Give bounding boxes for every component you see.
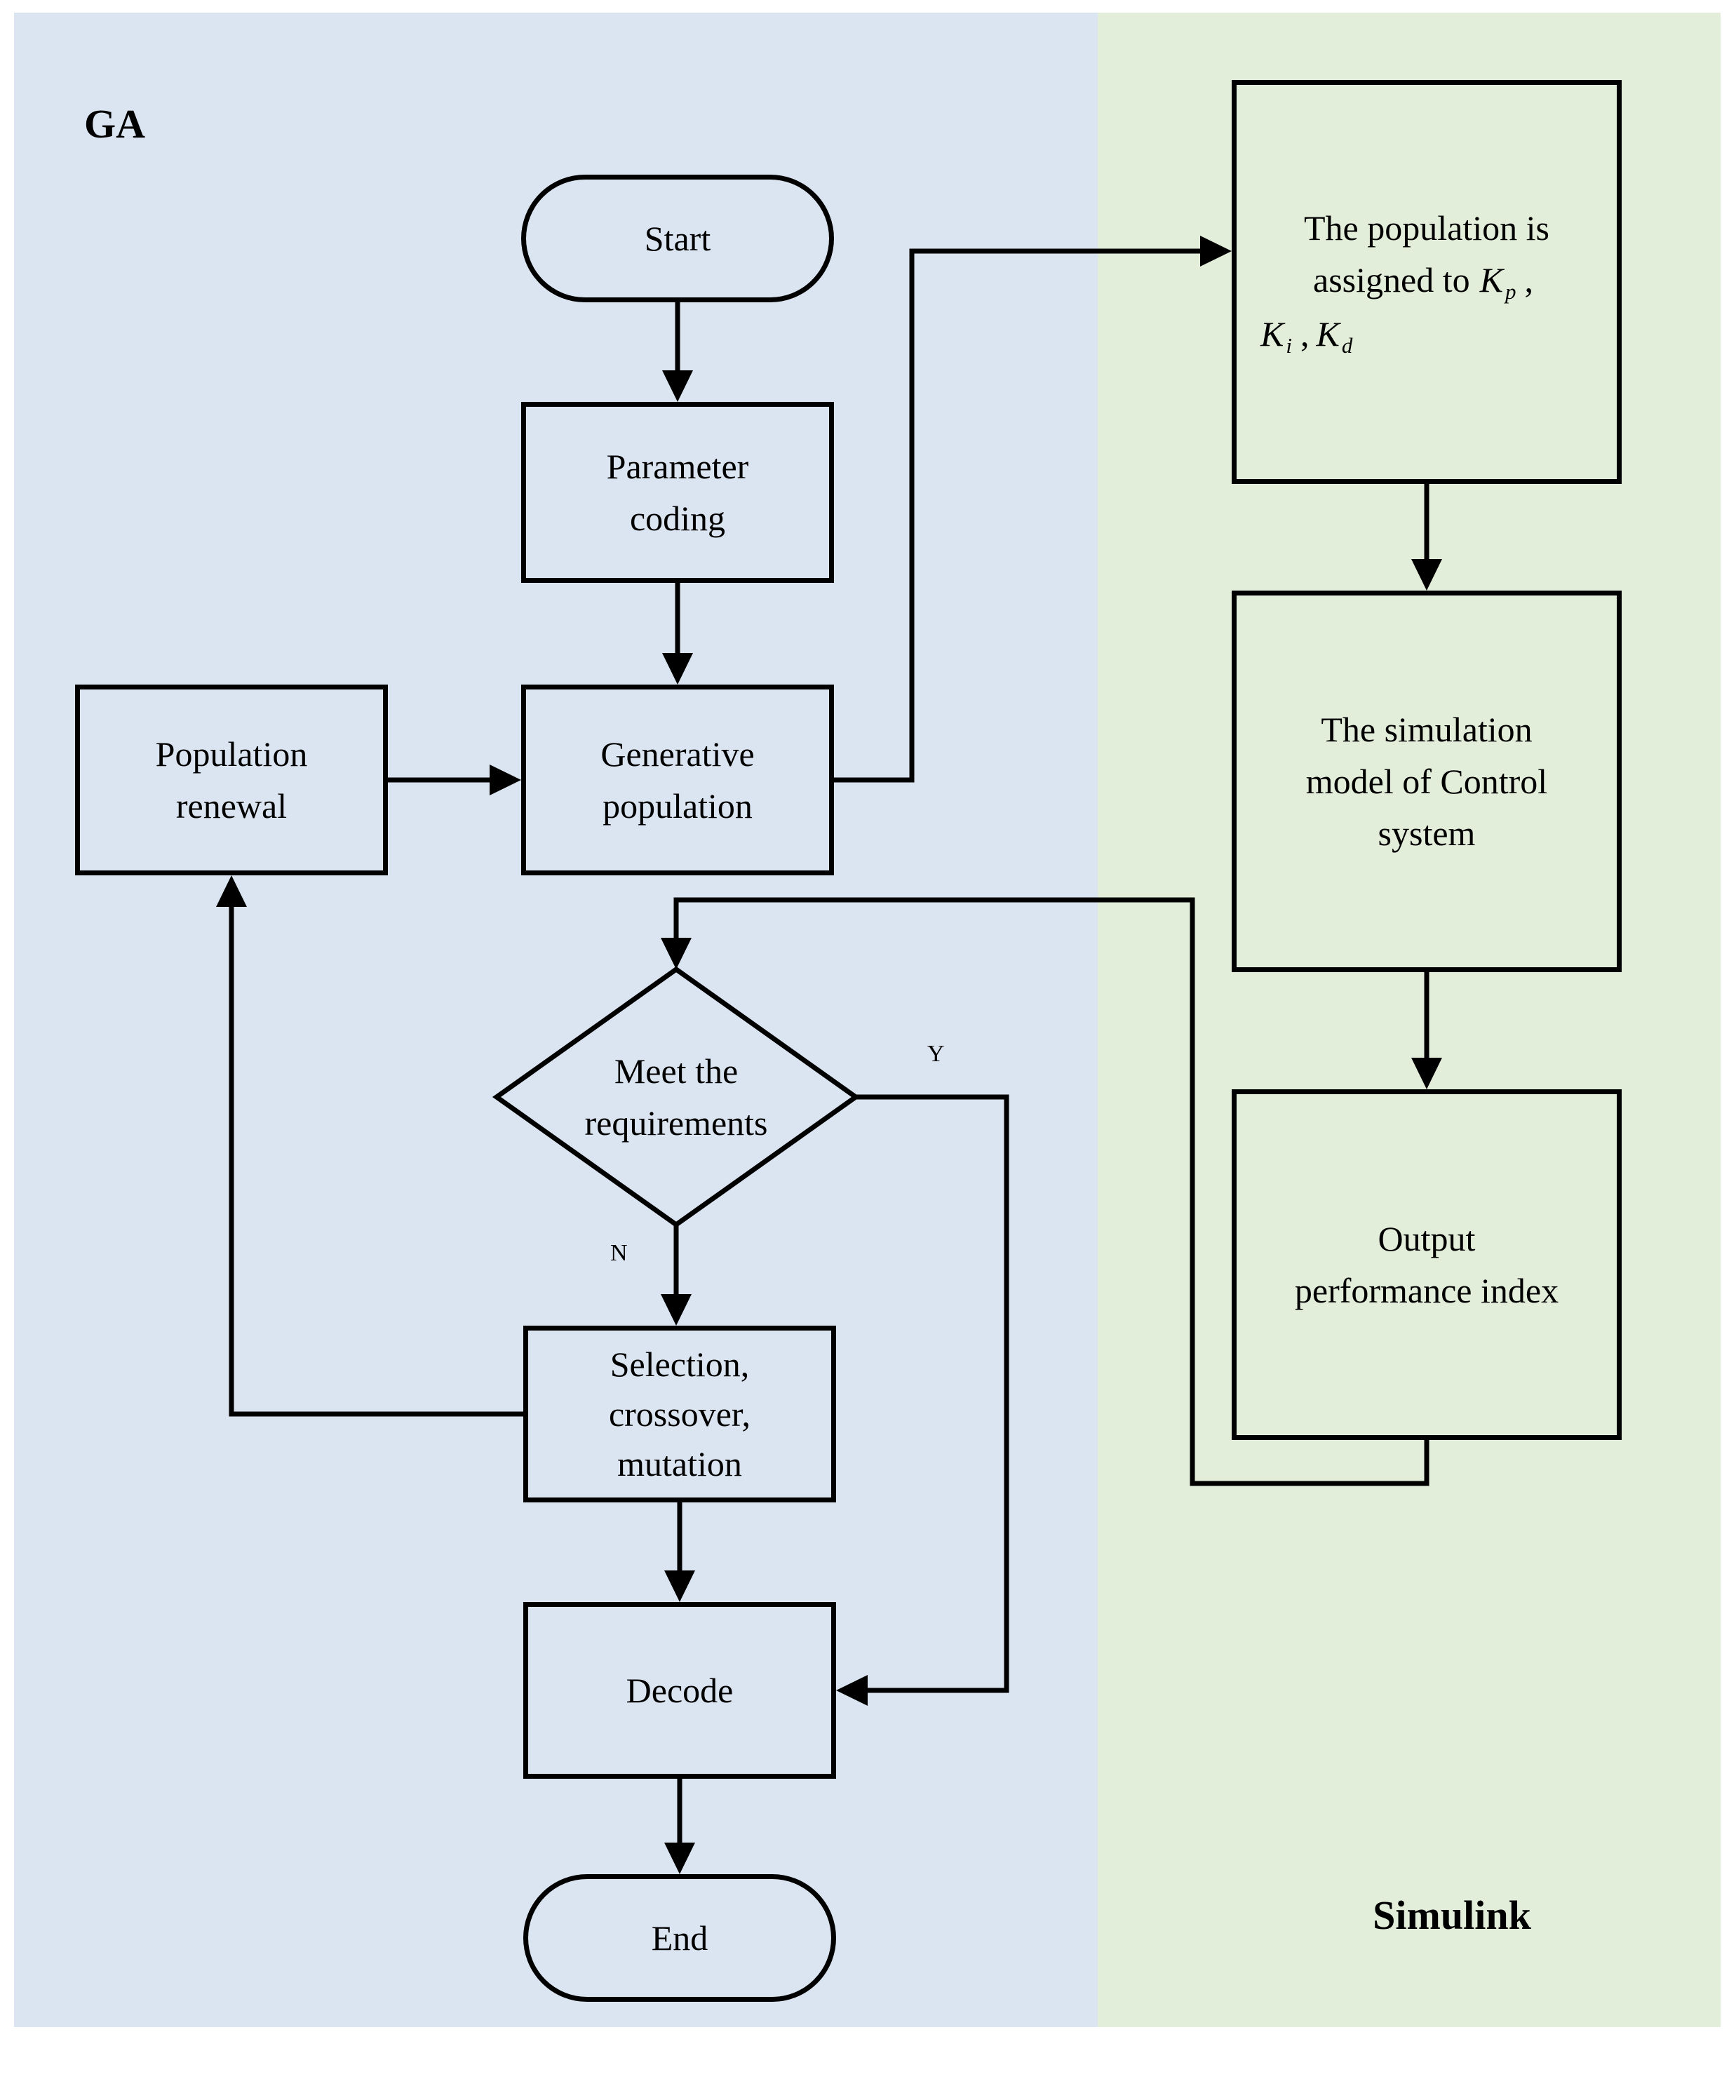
parameter-coding-line2: coding: [629, 499, 726, 538]
node-selection-crossover-mutation: Selection, crossover, mutation: [523, 1326, 836, 1502]
edge-decode-to-end: [664, 1779, 695, 1874]
node-simulation-model: The simulation model of Control system: [1232, 591, 1622, 972]
population-assigned-line1: The population is: [1304, 208, 1549, 248]
selection-line1: Selection,: [610, 1344, 750, 1384]
node-meet-requirements-label: Meet the requirements: [497, 969, 856, 1225]
simulation-model-line2: model of Control: [1305, 762, 1548, 801]
simulation-model-line3: system: [1378, 814, 1476, 853]
edge-generative-population-to-population-assigned: [834, 236, 1232, 783]
kp-comma: ,: [1524, 260, 1533, 300]
node-output-performance-index: Output performance index: [1232, 1089, 1622, 1440]
edge-meet-requirements-no-to-selection: [661, 1225, 692, 1326]
population-renewal-line1: Population: [155, 734, 308, 774]
meet-requirements-line1: Meet the: [614, 1051, 739, 1091]
no-branch-label: N: [610, 1240, 628, 1266]
edge-meet-requirements-yes-to-decode: [836, 1094, 1009, 1706]
node-decode: Decode: [523, 1602, 836, 1779]
node-start-label: Start: [644, 219, 711, 258]
ki-comma: ,: [1300, 314, 1310, 354]
generative-population-line2: population: [603, 786, 753, 826]
node-start: Start: [521, 175, 834, 302]
output-performance-line2: performance index: [1294, 1271, 1559, 1310]
meet-requirements-diamond-shape: [492, 966, 861, 1228]
population-assigned-line3: Ki,Kd: [1237, 308, 1617, 362]
ga-region-label: GA: [84, 101, 145, 147]
population-assigned-line2-text: assigned to: [1313, 260, 1470, 300]
edge-start-to-parameter-coding: [662, 302, 693, 402]
yes-branch-label: Y: [927, 1041, 945, 1067]
node-population-renewal: Population renewal: [75, 685, 388, 875]
node-end-label: End: [651, 1918, 708, 1958]
selection-line2: crossover,: [608, 1394, 751, 1434]
edge-parameter-coding-to-generative-population: [662, 583, 693, 685]
simulink-region-label: Simulink: [1373, 1892, 1531, 1938]
kd-symbol: Kd: [1316, 314, 1353, 358]
node-generative-population: Generative population: [521, 685, 834, 875]
generative-population-line1: Generative: [600, 734, 755, 774]
node-decode-label: Decode: [626, 1671, 734, 1710]
edge-selection-to-decode: [664, 1502, 695, 1602]
meet-requirements-line2: requirements: [584, 1103, 768, 1143]
population-renewal-line2: renewal: [175, 786, 288, 826]
edge-simulation-model-to-output-performance: [1411, 972, 1442, 1089]
edge-population-assigned-to-simulation-model: [1411, 484, 1442, 591]
edge-population-renewal-to-generative-population: [388, 765, 521, 795]
selection-line3: mutation: [617, 1443, 742, 1483]
ki-symbol: Ki: [1260, 314, 1292, 358]
parameter-coding-line1: Parameter: [606, 447, 749, 486]
node-parameter-coding: Parameter coding: [521, 402, 834, 583]
output-performance-line1: Output: [1378, 1219, 1476, 1258]
node-end: End: [523, 1874, 836, 2002]
edge-output-performance-to-meet-requirements: [661, 897, 1429, 1486]
edge-selection-to-population-renewal-loop: [216, 875, 523, 1417]
simulation-model-line1: The simulation: [1321, 710, 1533, 749]
kp-symbol: Kp: [1479, 260, 1516, 304]
